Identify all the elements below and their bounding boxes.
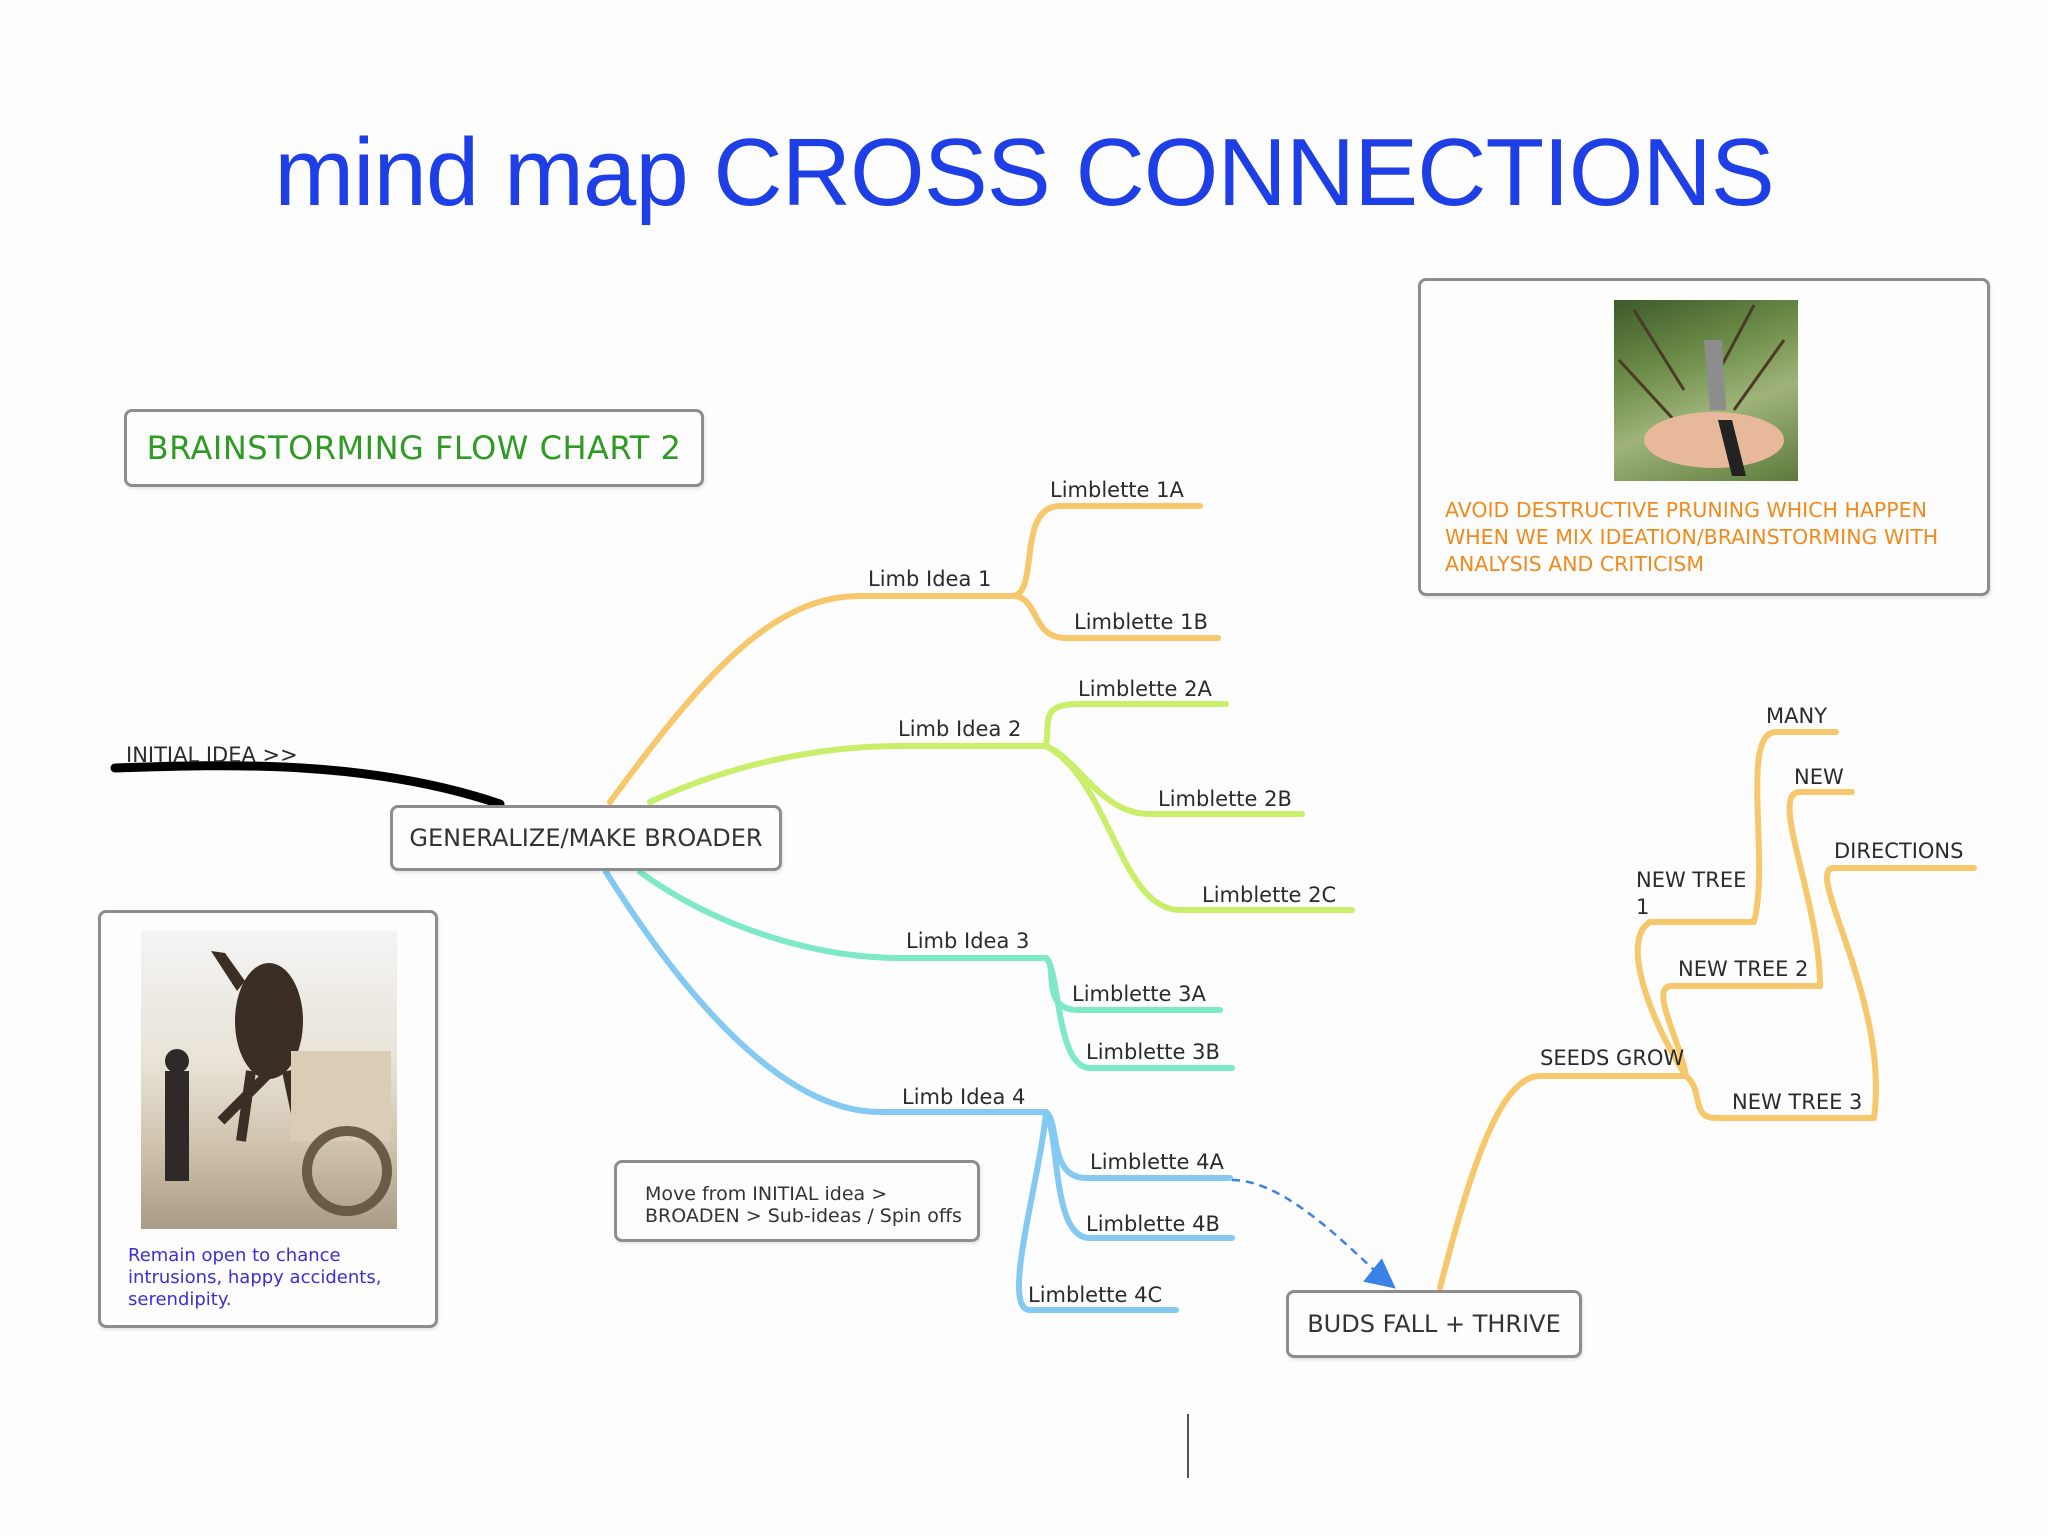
limblette-4b-label: Limblette 4B: [1086, 1212, 1220, 1236]
limblette-2c-label: Limblette 2C: [1202, 883, 1336, 907]
pruning-line-2: WHEN WE MIX IDEATION/BRAINSTORMING WITH: [1445, 525, 1939, 549]
limb-4-label: Limb Idea 4: [902, 1085, 1025, 1109]
new-tree-3-label: NEW TREE 3: [1732, 1090, 1862, 1114]
seeds-grow-branches: [1437, 729, 1977, 1291]
limb-3-label: Limb Idea 3: [906, 929, 1029, 953]
limblette-1a-label: Limblette 1A: [1050, 478, 1184, 502]
new-tree-2-label: NEW TREE 2: [1678, 957, 1808, 981]
serendipity-line-2: intrusions, happy accidents,: [128, 1267, 382, 1288]
limb-4-branches: [603, 869, 1235, 1313]
limblette-2b-label: Limblette 2B: [1158, 787, 1292, 811]
pruning-text: AVOID DESTRUCTIVE PRUNING WHICH HAPPEN W…: [1445, 497, 1975, 578]
pruning-shears-photo: [1614, 300, 1798, 481]
pruning-line-3: ANALYSIS AND CRITICISM: [1445, 552, 1705, 576]
serendipity-line-3: serendipity.: [128, 1289, 232, 1310]
buds-node-label: BUDS FALL + THRIVE: [1307, 1310, 1561, 1338]
limblette-2a-label: Limblette 2A: [1078, 677, 1212, 701]
limblette-4a-label: Limblette 4A: [1090, 1150, 1224, 1174]
buds-node[interactable]: BUDS FALL + THRIVE: [1286, 1290, 1582, 1358]
limblette-1b-label: Limblette 1B: [1074, 610, 1208, 634]
limb-2-label: Limb Idea 2: [898, 717, 1021, 741]
note-line-2: BROADEN > Sub-ideas / Spin offs: [645, 1205, 962, 1227]
pruning-line-1: AVOID DESTRUCTIVE PRUNING WHICH HAPPEN: [1445, 498, 1927, 522]
serendipity-line-1: Remain open to chance: [128, 1245, 341, 1266]
note-box: Move from INITIAL idea > BROADEN > Sub-i…: [614, 1160, 980, 1242]
limb-1-label: Limb Idea 1: [868, 567, 991, 591]
serendipity-callout: Remain open to chance intrusions, happy …: [98, 910, 438, 1328]
directions-label: DIRECTIONS: [1834, 839, 1963, 863]
central-node[interactable]: GENERALIZE/MAKE BROADER: [390, 805, 782, 871]
new-label: NEW: [1794, 765, 1844, 789]
limblette-3b-label: Limblette 3B: [1086, 1040, 1220, 1064]
serendipity-text: Remain open to chance intrusions, happy …: [128, 1245, 428, 1311]
pruning-callout: AVOID DESTRUCTIVE PRUNING WHICH HAPPEN W…: [1418, 278, 1990, 596]
flow-chart-title: BRAINSTORMING FLOW CHART 2: [146, 429, 682, 467]
initial-idea-branch: [110, 761, 505, 809]
limblette-3a-label: Limblette 3A: [1072, 982, 1206, 1006]
central-node-label: GENERALIZE/MAKE BROADER: [409, 824, 763, 852]
new-tree-1-label-line1: NEW TREE: [1636, 868, 1746, 892]
many-label: MANY: [1766, 704, 1827, 728]
divider-line: [1187, 1414, 1189, 1478]
cross-connection-arrow: [1231, 1178, 1396, 1289]
initial-idea-label: INITIAL IDEA >>: [126, 743, 298, 767]
page-title: mind map CROSS CONNECTIONS: [274, 119, 1775, 226]
flow-chart-title-box: BRAINSTORMING FLOW CHART 2: [124, 409, 704, 487]
limb-2-branches: [647, 701, 1355, 913]
limblette-4c-label: Limblette 4C: [1028, 1283, 1162, 1307]
new-tree-1-label-line2: 1: [1636, 895, 1649, 919]
donkey-cart-photo: [141, 931, 397, 1229]
seeds-grow-label: SEEDS GROW: [1540, 1046, 1684, 1070]
note-line-1: Move from INITIAL idea >: [645, 1183, 888, 1205]
limb-1-branches: [607, 503, 1221, 805]
limb-3-branches: [637, 869, 1235, 1071]
